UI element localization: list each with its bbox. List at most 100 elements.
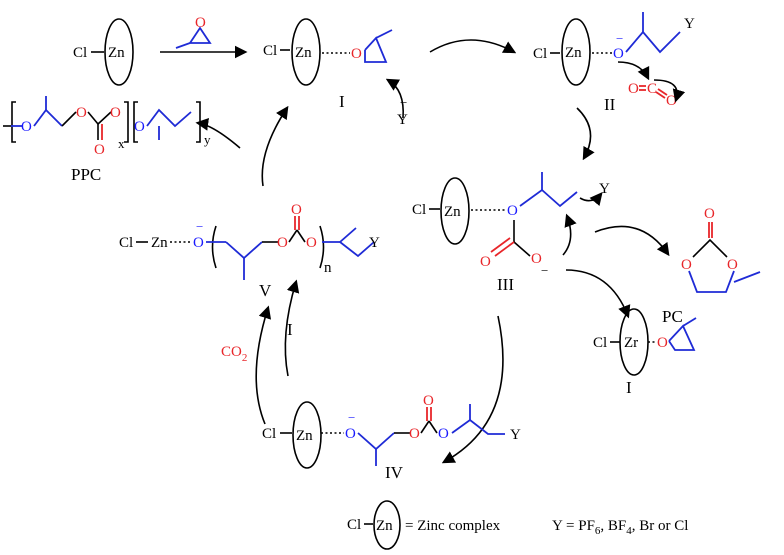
charge-minus: −: [541, 263, 548, 278]
intermediate-iii: Cl Zn O Y O O − III: [412, 172, 610, 294]
zinc-ellipse: [104, 18, 134, 86]
zinc-atom: Zn: [108, 45, 125, 61]
chlorine-atom: Cl: [262, 426, 276, 442]
legend-zinc-ellipse: [373, 500, 401, 550]
zinc-atom: Zn: [296, 428, 313, 444]
cycle-arrow-iii-to-iv: [441, 315, 504, 464]
charge-minus: −: [348, 410, 355, 425]
cycle-arrow-co2: [255, 305, 272, 425]
charge-minus: −: [196, 219, 203, 234]
zinc-ellipse: [292, 401, 322, 469]
carbonyl-oxygen: O: [94, 142, 105, 158]
carbonyl-oxygen: O: [704, 206, 715, 222]
cycle-arrow-i-to-ii: [429, 39, 517, 54]
co2-carbon: C: [647, 81, 657, 97]
ring-oxygen-2: O: [727, 257, 738, 273]
chlorine-atom: Cl: [593, 335, 607, 351]
metal-atom: Zr: [624, 335, 638, 351]
electron-push-arrow-2: [653, 79, 686, 103]
chlorine-atom: Cl: [119, 235, 133, 251]
ether-oxygen-2: O: [134, 119, 145, 135]
polymer-bracket-right: [319, 225, 325, 269]
label-intermediate-i: I: [339, 92, 345, 111]
zinc-ellipse: [291, 18, 321, 86]
ester-oxygen-2: O: [306, 235, 317, 251]
zinc-atom: Zn: [295, 45, 312, 61]
ring-closure-arrow: [562, 213, 577, 256]
electron-push-arrow: [617, 61, 650, 81]
nucleophile-attack-arrow: [385, 78, 405, 119]
charge-minus: −: [400, 95, 407, 110]
legend: Cl Zn = Zinc complex Y = PF6, BF4, Br or…: [347, 500, 688, 550]
ester-oxygen-2: O: [110, 105, 121, 121]
chlorine-atom: Cl: [73, 45, 87, 61]
chlorine-atom: Cl: [263, 43, 277, 59]
legend-zinc-complex: = Zinc complex: [405, 518, 501, 534]
zinc-atom: Zn: [565, 45, 582, 61]
label-intermediate-iii: III: [497, 275, 514, 294]
subscript-n: n: [324, 260, 332, 276]
label-pc: PC: [662, 307, 683, 326]
cycle-arrow-i-insertion: [284, 279, 300, 377]
zinc-ellipse: [440, 177, 470, 245]
cycle-arrow-ii-to-iii: [576, 107, 595, 161]
intermediate-v: Cl Zn O − O O O n Y V: [119, 202, 380, 300]
carbonyl-oxygen: O: [291, 202, 302, 218]
epoxide-oxygen: O: [195, 15, 206, 31]
ester-oxygen: O: [277, 235, 288, 251]
label-ppc: PPC: [71, 165, 101, 184]
label-intermediate-v: V: [259, 281, 272, 300]
ester-oxygen: O: [76, 105, 87, 121]
arrow-to-pc: [594, 225, 670, 257]
zinc-atom: Zn: [444, 204, 461, 220]
label-intermediate-ii: II: [604, 95, 616, 114]
zinc-ellipse: [561, 18, 591, 86]
co2-oxygen-2: O: [666, 93, 677, 109]
ppc-polymer: O O O O x O y PPC: [3, 96, 211, 184]
label-intermediate-iv: IV: [385, 463, 404, 482]
subscript-x: x: [118, 136, 125, 151]
ring-oxygen-1: O: [681, 257, 692, 273]
chlorine-atom: Cl: [533, 46, 547, 62]
cycle-arrow-to-i: [261, 105, 289, 187]
zinc-atom: Zn: [151, 235, 168, 251]
alkoxide-oxygen: O: [193, 235, 204, 251]
regenerated-intermediate-i: Cl Zr O I: [593, 308, 697, 397]
co2-label: CO2: [221, 344, 247, 364]
charge-minus: −: [616, 31, 623, 46]
label-i-on-arrow: I: [287, 320, 293, 339]
substituent-y: Y: [510, 427, 521, 443]
chlorine-atom: Cl: [412, 202, 426, 218]
co2-oxygen-1: O: [628, 81, 639, 97]
polymer-bracket-left: [211, 225, 217, 269]
arrow-to-i-regenerated: [565, 269, 631, 319]
propylene-oxide-reagent: O: [175, 15, 212, 49]
legend-chlorine: Cl: [347, 517, 361, 533]
substituent-y: Y: [684, 16, 695, 32]
legend-zinc: Zn: [376, 518, 393, 534]
epoxide-oxygen: O: [351, 46, 362, 62]
propylene-carbonate: O O O PC: [662, 206, 761, 326]
carbonyl-oxygen: O: [423, 393, 434, 409]
carboxylate-oxygen: O: [531, 251, 542, 267]
ester-oxygen: O: [409, 426, 420, 442]
alkoxide-oxygen: O: [345, 426, 356, 442]
subscript-y: y: [204, 132, 211, 147]
intermediate-i: Cl Zn O Y − I: [263, 18, 408, 128]
alkoxide-oxygen: O: [507, 203, 518, 219]
label-intermediate-i-small: I: [626, 378, 632, 397]
intermediate-ii: Cl Zn O − Y O C O II: [533, 12, 695, 114]
arrow-to-ppc: [195, 118, 241, 149]
ester-oxygen-2: O: [438, 426, 449, 442]
substituent-y: Y: [369, 235, 380, 251]
legend-y-definition: Y = PF6, BF4, Br or Cl: [552, 518, 688, 537]
intermediate-iv: Cl Zn O − O O O Y IV: [262, 393, 521, 482]
ether-oxygen: O: [21, 119, 32, 135]
epoxide-oxygen: O: [657, 335, 668, 351]
carbonyl-oxygen: O: [480, 254, 491, 270]
starting-zinc-complex: Cl Zn: [73, 18, 134, 86]
nucleophile-y: Y: [397, 112, 408, 128]
leaving-group-arrow: [579, 192, 603, 206]
alkoxide-oxygen: O: [613, 46, 624, 62]
